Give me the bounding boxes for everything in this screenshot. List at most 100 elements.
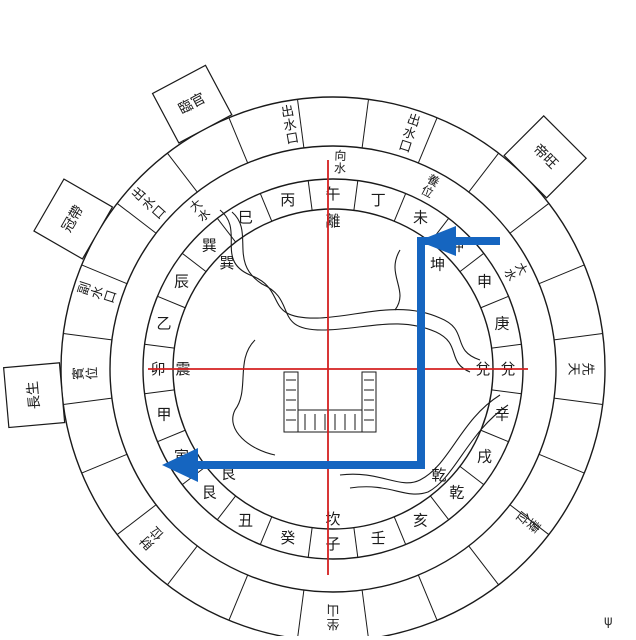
mountain-label: 丑	[238, 512, 253, 530]
middle-ring-outer	[109, 145, 557, 593]
outer-sector-divider	[297, 99, 305, 148]
outer-annotation: 賓位	[71, 367, 101, 381]
outer-annotation-char: 口	[285, 131, 300, 148]
sector-divider	[216, 495, 236, 521]
mountain-label: 巳	[238, 208, 253, 226]
mountain-label: 未	[413, 208, 428, 226]
river-lower	[339, 394, 501, 484]
mountain-label: 亥	[413, 512, 428, 530]
middle-note-char: 水	[334, 161, 346, 175]
outer-sector-divider	[417, 117, 438, 164]
boxed-label-text: 長生	[25, 381, 43, 410]
outer-annotation-char: 水	[282, 117, 297, 134]
mountain-label: 巽	[202, 236, 217, 254]
river-left	[232, 339, 276, 456]
mountain-label: 癸	[280, 529, 295, 547]
sector-divider	[181, 252, 207, 272]
outer-sector-divider	[228, 117, 249, 164]
outer-sector-divider	[538, 453, 585, 474]
arrowhead-upper	[418, 226, 456, 256]
middle-note-char: 水	[501, 266, 519, 283]
sector-divider	[393, 516, 407, 545]
outer-sector-divider	[361, 99, 369, 148]
sector-divider	[353, 527, 359, 558]
trigram-label-northeast_lower_left: 艮	[221, 465, 236, 483]
outer-annotation: 出水口	[280, 104, 300, 148]
outer-sector-divider	[509, 203, 550, 234]
building-base	[297, 409, 363, 433]
sector-divider	[430, 495, 450, 521]
mountain-label: 壬	[371, 529, 386, 547]
mountain-label: 乙	[156, 315, 171, 333]
outer-sector-divider	[116, 203, 157, 234]
sector-divider	[393, 193, 407, 222]
boxed-label-frame	[33, 178, 114, 260]
ring-labels: 午丁未坤申庚兌辛戌乾亥壬子癸丑艮寅甲卯乙辰巽巳丙離坎震兌坤巽乾艮向水大水大水養位…	[71, 104, 595, 631]
outer-sector-divider	[468, 152, 499, 193]
flow-path	[195, 237, 500, 469]
sector-divider	[480, 295, 509, 309]
outer-sector-divider	[167, 152, 198, 193]
trigram-label-north_top: 離	[325, 212, 340, 230]
outer-annotation-char: 水	[89, 284, 107, 301]
sector-divider	[144, 343, 175, 349]
boxed-label-frame	[2, 362, 66, 429]
outer-sector-divider	[297, 590, 305, 639]
sector-divider	[259, 516, 273, 545]
outer-sector-divider	[468, 545, 499, 586]
mountain-label: 艮	[202, 484, 217, 502]
outer-annotation: 財位	[137, 523, 167, 552]
sector-divider	[307, 527, 313, 558]
boxed-label: 長生	[2, 362, 66, 429]
sector-divider	[353, 180, 359, 211]
outer-sector-divider	[63, 397, 112, 405]
river-lines	[219, 209, 509, 495]
building-left-wing	[283, 371, 299, 433]
river-right	[394, 249, 401, 311]
sector-divider	[144, 389, 175, 395]
mountain-label: 申	[477, 273, 492, 291]
sector-divider	[157, 429, 186, 443]
outer-annotation-char: 出	[280, 104, 295, 121]
outer-sector-divider	[417, 574, 438, 621]
outer-sector-divider	[63, 333, 112, 341]
sector-divider	[259, 193, 273, 222]
mountain-label: 辛	[495, 405, 510, 423]
middle-note: 大水	[501, 260, 530, 283]
outer-annotation-char: 水	[401, 125, 418, 143]
red-crosshair	[148, 160, 528, 575]
sector-divider	[491, 343, 522, 349]
boxed-label: 臨官	[151, 64, 233, 144]
outer-annotation: 出水口	[397, 112, 422, 156]
outer-sector-divider	[81, 453, 128, 474]
outer-annotation: 妻位	[512, 507, 543, 535]
outer-annotation-char: 先	[579, 362, 594, 375]
outer-sector-divider	[116, 504, 157, 535]
boxed-label-frame	[503, 115, 587, 199]
blue-flow-arrows	[195, 237, 500, 469]
outer-sector-divider	[554, 397, 603, 405]
outer-annotation-char: 口	[397, 138, 414, 156]
river-upper	[219, 209, 481, 361]
outer-annotation-char: 口	[102, 288, 120, 305]
sector-divider	[216, 217, 236, 243]
outer-ring	[60, 96, 606, 640]
outer-sector-divider	[228, 574, 249, 621]
outer-sector-divider	[538, 264, 585, 285]
outer-annotation-char: 賓	[71, 367, 87, 380]
river-lower-2	[349, 404, 509, 495]
outer-sector-divider	[509, 504, 550, 535]
outer-annotation-char: 出	[405, 112, 422, 130]
outer-sector-divider	[81, 264, 128, 285]
sector-divider	[307, 180, 313, 211]
arrowhead-left	[162, 448, 198, 482]
mountain-label: 乾	[449, 484, 464, 502]
middle-note-char: 向	[334, 148, 347, 163]
compass-rings	[60, 96, 606, 640]
outer-annotation-char: 副	[76, 280, 94, 297]
corner-mark: ψ	[604, 614, 613, 629]
mountain-label: 子	[325, 535, 340, 553]
trigram-label-northwest_upper_left: 巽	[219, 254, 234, 272]
